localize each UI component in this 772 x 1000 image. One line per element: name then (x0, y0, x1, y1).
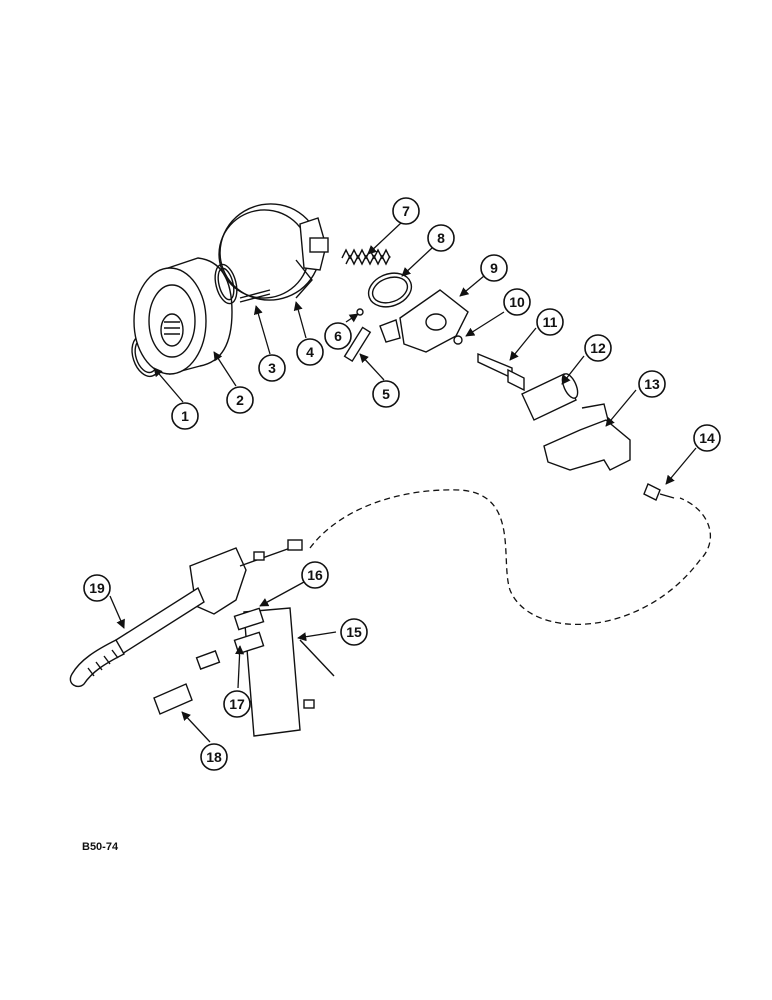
leader-6 (345, 313, 359, 323)
leader-16 (259, 581, 305, 607)
callout-18-label: 18 (206, 749, 222, 765)
leader-12 (561, 355, 585, 385)
callout-11-label: 11 (543, 314, 558, 330)
leader-11 (509, 327, 537, 361)
part-8-o-ring (367, 272, 413, 308)
callout-2: 2 (226, 386, 254, 414)
part-9-housing (379, 289, 469, 353)
callout-15: 15 (340, 618, 368, 646)
leader-2 (213, 351, 237, 387)
part-5-rod (343, 326, 372, 363)
callout-17: 17 (223, 690, 251, 718)
callout-16-label: 16 (307, 567, 323, 583)
part-19-lever (69, 539, 303, 688)
part-11-shaft (477, 352, 525, 392)
callout-12-label: 12 (590, 340, 606, 356)
callout-5: 5 (372, 380, 400, 408)
callout-14-label: 14 (699, 430, 715, 446)
callout-18: 18 (200, 743, 228, 771)
callout-7: 7 (392, 197, 420, 225)
part-7-spring (341, 248, 391, 266)
leader-8 (401, 247, 433, 277)
part-13-bracket (543, 403, 631, 471)
callout-1: 1 (171, 402, 199, 430)
callout-14: 14 (693, 424, 721, 452)
leader-18 (181, 711, 211, 743)
callout-5-label: 5 (382, 386, 390, 402)
leader-19 (109, 595, 125, 629)
callout-10-label: 10 (509, 294, 525, 310)
callout-9: 9 (480, 254, 508, 282)
callout-10: 10 (503, 288, 531, 316)
leader-17 (235, 645, 245, 689)
part-6-small-pin (356, 308, 364, 316)
callout-3-label: 3 (268, 360, 276, 376)
callout-9-label: 9 (490, 260, 498, 276)
leader-1 (153, 367, 184, 403)
callout-4: 4 (296, 338, 324, 366)
part-2-brake-drum (133, 257, 233, 375)
part-3-pin (239, 289, 271, 303)
leader-14 (665, 447, 697, 485)
part-12-cylinder (521, 373, 579, 421)
callout-8-label: 8 (437, 230, 445, 246)
callout-8: 8 (427, 224, 455, 252)
callout-13-label: 13 (644, 376, 660, 392)
diagram-code: B50-74 (82, 841, 119, 853)
leader-7 (367, 221, 403, 255)
part-4-brake-band (218, 203, 329, 301)
callout-6: 6 (324, 322, 352, 350)
part-15-plate (243, 607, 335, 737)
leader-lines (109, 221, 697, 743)
callout-17-label: 17 (229, 696, 245, 712)
leader-15 (297, 631, 337, 642)
leader-13 (605, 389, 637, 427)
callout-4-label: 4 (306, 344, 314, 360)
callout-2-label: 2 (236, 392, 244, 408)
callout-11: 11 (536, 308, 564, 336)
callout-3: 3 (258, 354, 286, 382)
callout-16: 16 (301, 561, 329, 589)
part-14-cable-end (643, 483, 675, 501)
cable-dashed (309, 489, 711, 625)
callout-7-label: 7 (402, 203, 410, 219)
leader-4 (293, 301, 307, 339)
part-10-washer (453, 335, 463, 345)
callout-1-label: 1 (181, 408, 189, 424)
callout-12: 12 (584, 334, 612, 362)
callout-15-label: 15 (346, 624, 362, 640)
leader-9 (459, 275, 485, 297)
part-18-clevis (153, 650, 221, 715)
leader-10 (465, 311, 505, 337)
callout-6-label: 6 (334, 328, 342, 344)
leader-5 (359, 353, 385, 381)
leader-3 (253, 305, 271, 355)
callout-13: 13 (638, 370, 666, 398)
callout-19: 19 (83, 574, 111, 602)
callout-19-label: 19 (89, 580, 105, 596)
